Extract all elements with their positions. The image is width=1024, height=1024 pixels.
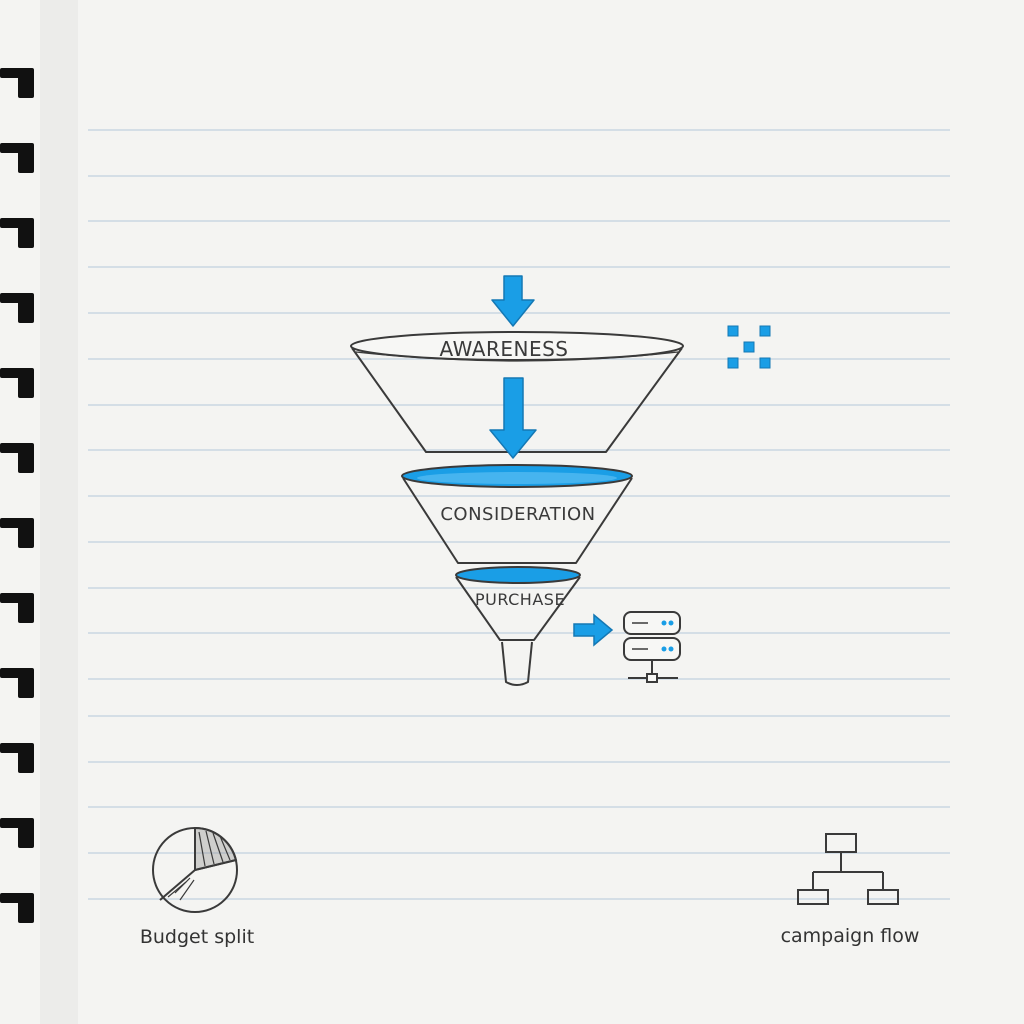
awareness-rim [350, 331, 684, 361]
purchase-section [455, 576, 581, 641]
funnel-spout [501, 641, 533, 686]
page-edge-shadow [40, 0, 78, 1024]
pie-chart-icon [152, 826, 238, 913]
stage-label-purchase: PURCHASE [475, 590, 565, 609]
stage-label-awareness: AWARENESS [440, 337, 569, 361]
output-arrow [573, 613, 614, 647]
database-server-icon [623, 611, 681, 683]
budget-split-caption: Budget split [140, 926, 254, 948]
spiral-binding [0, 68, 34, 923]
campaign-flow-caption: campaign flow [781, 925, 920, 947]
stage-label-consideration: CONSIDERATION [440, 504, 595, 525]
entry-arrow [491, 275, 535, 327]
ruled-lines [88, 129, 950, 900]
pixel-cluster-icon [727, 325, 771, 369]
purchase-rim [455, 566, 581, 584]
funnel-diagram [350, 275, 684, 686]
consideration-section [402, 477, 633, 564]
inner-arrow [489, 377, 537, 459]
org-chart-icon [797, 833, 899, 905]
